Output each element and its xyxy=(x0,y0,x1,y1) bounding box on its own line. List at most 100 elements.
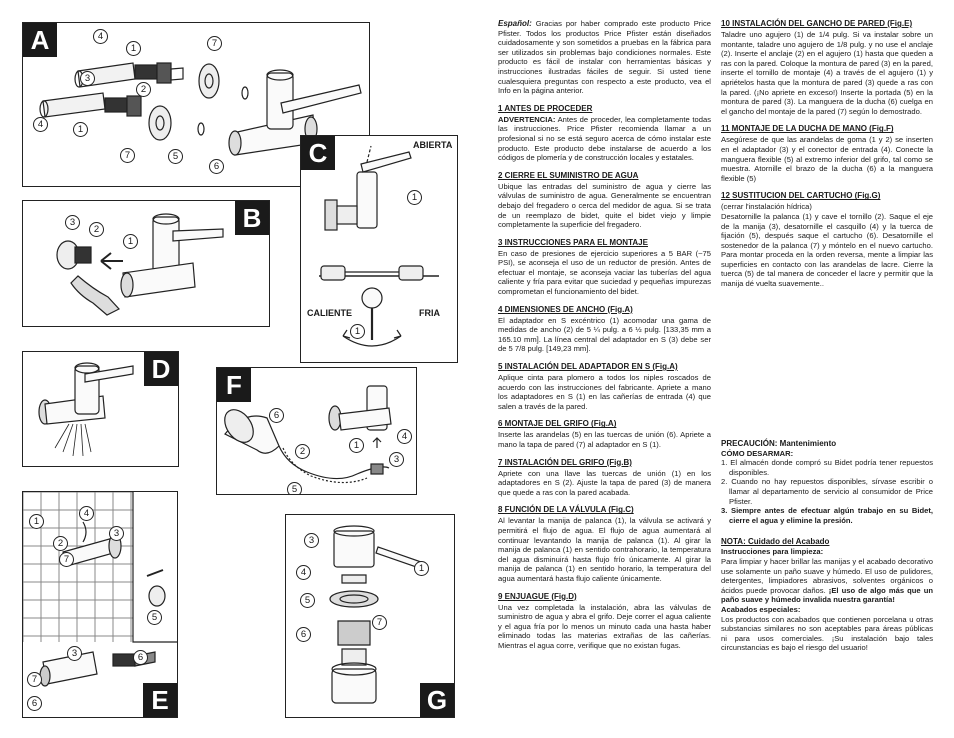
section-body: El adaptador en S excéntrico (1) acomoda… xyxy=(498,316,711,354)
section-body: Asegúrese de que las arandelas de goma (… xyxy=(721,135,933,183)
callout-4: 4 xyxy=(296,565,311,580)
section-body: Desatornille la palanca (1) y cave el to… xyxy=(721,212,933,289)
section-text: En caso de presiones de ejercicio superi… xyxy=(498,248,711,297)
callout-4: 4 xyxy=(79,506,94,521)
clean-text: Para limpiar y hacer brillar las manijas… xyxy=(721,557,933,595)
section-text: Antes de proceder, lea completamente tod… xyxy=(498,114,711,163)
callout-6: 6 xyxy=(269,408,284,423)
section-title: 3 INSTRUCCIONES PARA EL MONTAJE xyxy=(498,237,648,247)
instructions-column-2: 10 INSTALACIÓN DEL GANCHO DE PARED (Fig.… xyxy=(721,19,933,653)
callout-7: 7 xyxy=(207,36,222,51)
section-title: 9 ENJUAGUE (Fig.D) xyxy=(498,591,577,601)
caution-section: PRECAUCIÓN: Mantenimiento CÓMO DESARMAR:… xyxy=(721,439,933,526)
section-text: Taladre uno agujero (1) de 1/4 pulg. Si … xyxy=(721,30,933,116)
callout-7: 7 xyxy=(120,148,135,163)
callout-6: 6 xyxy=(133,650,148,665)
callout-3: 3 xyxy=(389,452,404,467)
callout-3: 3 xyxy=(304,533,319,548)
callout-5: 5 xyxy=(168,149,183,164)
callout-1: 1 xyxy=(73,122,88,137)
clean-title: Instrucciones para limpieza: xyxy=(721,547,824,557)
clean-warning: ¡El uso de algo más que un paño suave y … xyxy=(721,585,934,605)
section-body: Al levantar la manija de palanca (1), la… xyxy=(498,516,711,583)
section-title: 1 ANTES DE PROCEDER xyxy=(498,103,593,113)
intro-text: Gracias por haber comprado este producto… xyxy=(498,19,711,96)
section-title: 7 INSTALACIÓN DEL GRIFO (Fig.B) xyxy=(498,457,632,467)
finish-section: NOTA: Cuidado del Acabado Instrucciones … xyxy=(721,537,933,653)
instruction-section: 4 DIMENSIONES DE ANCHO (Fig.A) El adaptad… xyxy=(498,305,711,354)
instructions-column-1: Español: Gracias por haber comprado este… xyxy=(498,19,711,651)
callout-7: 7 xyxy=(59,552,74,567)
callout-1: 1 xyxy=(123,234,138,249)
figure-c-letter: C xyxy=(301,136,335,170)
figure-e-panel: E 1 4 2 3 7 5 3 6 7 6 xyxy=(22,491,178,718)
figure-d-drawing xyxy=(38,362,134,457)
caution-item: 1. El almacén donde compró su Bidet podr… xyxy=(721,458,933,477)
callout-4: 4 xyxy=(397,429,412,444)
section-subtitle: (cerrar l'instalación hídrica) xyxy=(721,202,812,212)
section-text: Una vez completada la instalación, abra … xyxy=(498,602,711,650)
section-text: Al levantar la manija de palanca (1), la… xyxy=(498,516,711,583)
instruction-section: 9 ENJUAGUE (Fig.D)Una vez completada la … xyxy=(498,592,711,651)
label-caliente: CALIENTE xyxy=(307,308,352,318)
callout-7: 7 xyxy=(27,672,42,687)
section-body: Taladre uno agujero (1) de 1/4 pulg. Si … xyxy=(721,30,933,116)
callout-3: 3 xyxy=(80,71,95,86)
caution-title: PRECAUCIÓN: Mantenimiento xyxy=(721,438,837,448)
section-body: Ubique las entradas del suministro de ag… xyxy=(498,182,711,230)
section-title: 8 FUNCIÓN DE LA VÁLVULA (Fig.C) xyxy=(498,505,634,515)
figure-e-drawing xyxy=(23,492,177,687)
figure-b-letter: B xyxy=(235,201,269,235)
callout-1: 1 xyxy=(407,190,422,205)
callout-3: 3 xyxy=(109,526,124,541)
figure-c-panel: C ABIERTA CALIENTE FRIA 1 1 xyxy=(300,135,458,363)
instruction-section: 11 MONTAJE DE LA DUCHA DE MANO (Fig.F)As… xyxy=(721,124,933,183)
callout-1: 1 xyxy=(414,561,429,576)
callout-6: 6 xyxy=(209,159,224,174)
callout-4: 4 xyxy=(33,117,48,132)
instruction-section: 12 SUSTITUCION DEL CARTUCHO (Fig.G)(cerr… xyxy=(721,191,933,288)
section-text: El adaptador en S excéntrico (1) acomoda… xyxy=(498,315,711,354)
instruction-section: 10 INSTALACIÓN DEL GANCHO DE PARED (Fig.… xyxy=(721,19,933,116)
figure-f-letter: F xyxy=(217,368,251,402)
caution-subtitle: CÓMO DESARMAR: xyxy=(721,448,794,458)
caution-item: 2. Cuando no hay repuestos disponibles, … xyxy=(721,477,933,506)
callout-2: 2 xyxy=(295,444,310,459)
intro-language: Español: xyxy=(498,19,532,28)
figure-d-letter: D xyxy=(144,352,178,386)
figure-e-letter: E xyxy=(143,683,177,717)
callout-2: 2 xyxy=(53,536,68,551)
finish-title: NOTA: Cuidado del Acabado xyxy=(721,537,830,547)
figure-b-panel: B 3 2 1 xyxy=(22,200,270,327)
callout-6: 6 xyxy=(296,627,311,642)
callout-4: 4 xyxy=(93,29,108,44)
figure-a-panel: A 4 1 7 3 2 4 1 7 5 6 xyxy=(22,22,370,187)
section-text: Apriete con una llave las tuercas de uni… xyxy=(498,468,711,497)
figure-g-letter: G xyxy=(420,683,454,717)
callout-1: 1 xyxy=(350,324,365,339)
figure-g-drawing xyxy=(329,525,425,704)
special-title: Acabados especiales: xyxy=(721,604,801,614)
figure-d-panel: D xyxy=(22,351,179,467)
special-text: Los productos con acabados que contienen… xyxy=(721,614,933,653)
clean-paragraph: Para limpiar y hacer brillar las manijas… xyxy=(721,557,933,605)
instruction-section: 8 FUNCIÓN DE LA VÁLVULA (Fig.C)Al levant… xyxy=(498,505,711,583)
section-text: Aplique cinta para plomero a todos los n… xyxy=(498,373,711,411)
section-text: Asegúrese de que las arandelas de goma (… xyxy=(721,135,933,183)
figure-f-panel: F 6 2 4 1 3 5 xyxy=(216,367,417,495)
callout-3: 3 xyxy=(65,215,80,230)
section-text: Ubique las entradas del suministro de ag… xyxy=(498,181,711,230)
figure-g-panel: G 3 1 4 5 7 6 xyxy=(285,514,455,718)
callout-5: 5 xyxy=(287,482,302,494)
callout-3: 3 xyxy=(67,646,82,661)
callout-2: 2 xyxy=(89,222,104,237)
section-title: 4 DIMENSIONES DE ANCHO (Fig.A) xyxy=(498,304,633,314)
section-text: Inserte las arandelas (5) en las tuercas… xyxy=(498,430,711,449)
section-title: 2 CIERRE EL SUMINISTRO DE AGUA xyxy=(498,170,639,180)
section-body: Una vez completada la instalación, abra … xyxy=(498,603,711,651)
callout-1: 1 xyxy=(349,438,364,453)
intro-paragraph: Español: Gracias por haber comprado este… xyxy=(498,19,711,96)
